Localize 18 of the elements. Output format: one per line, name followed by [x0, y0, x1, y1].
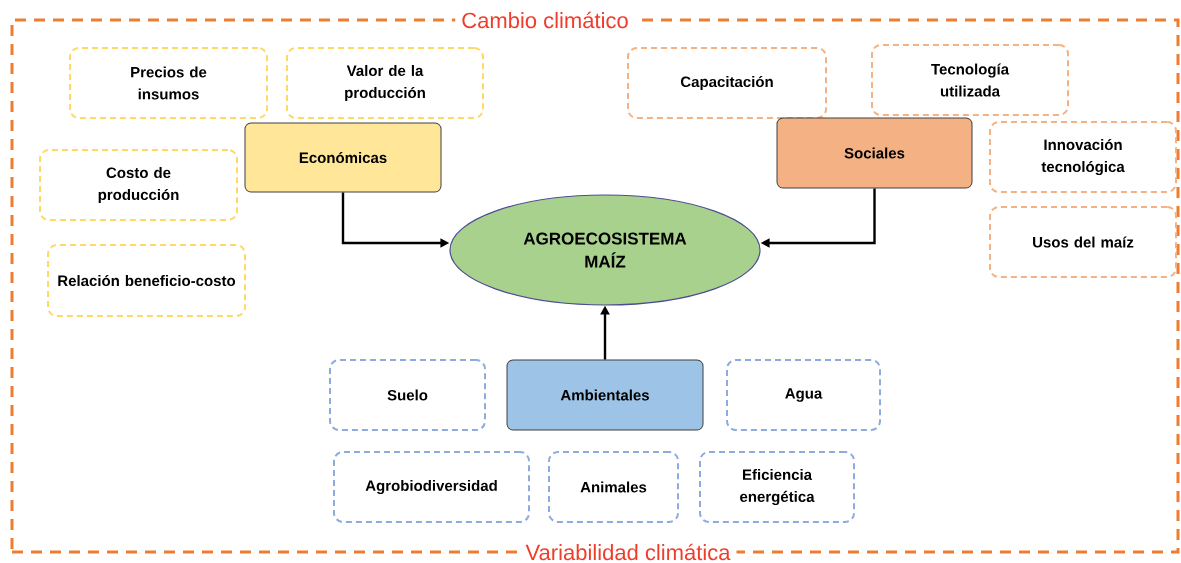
frame-caption: Variabilidad climática: [519, 542, 737, 562]
category-box: Agrobiodiversidad: [333, 451, 530, 523]
category-box: Eficiencia energética: [699, 451, 855, 523]
category-box: Innovación tecnológica: [989, 121, 1177, 193]
frame-title: Cambio climático: [455, 10, 635, 30]
dimension-box: Económicas: [244, 122, 442, 193]
category-box: Suelo: [329, 359, 486, 431]
dimension-box: Sociales: [776, 117, 973, 189]
category-box: Agua: [726, 359, 881, 431]
category-box: Usos del maíz: [989, 206, 1177, 278]
category-box: Valor de la producción: [286, 47, 484, 119]
category-box: Animales: [548, 451, 679, 523]
category-box: Relación beneficio-costo: [47, 244, 246, 317]
category-box: Costo de producción: [39, 149, 238, 221]
category-box: Capacitación: [627, 47, 827, 119]
category-box: Precios de insumos: [69, 47, 268, 119]
category-box: Tecnología utilizada: [871, 44, 1069, 116]
dimension-box: Ambientales: [506, 359, 704, 431]
